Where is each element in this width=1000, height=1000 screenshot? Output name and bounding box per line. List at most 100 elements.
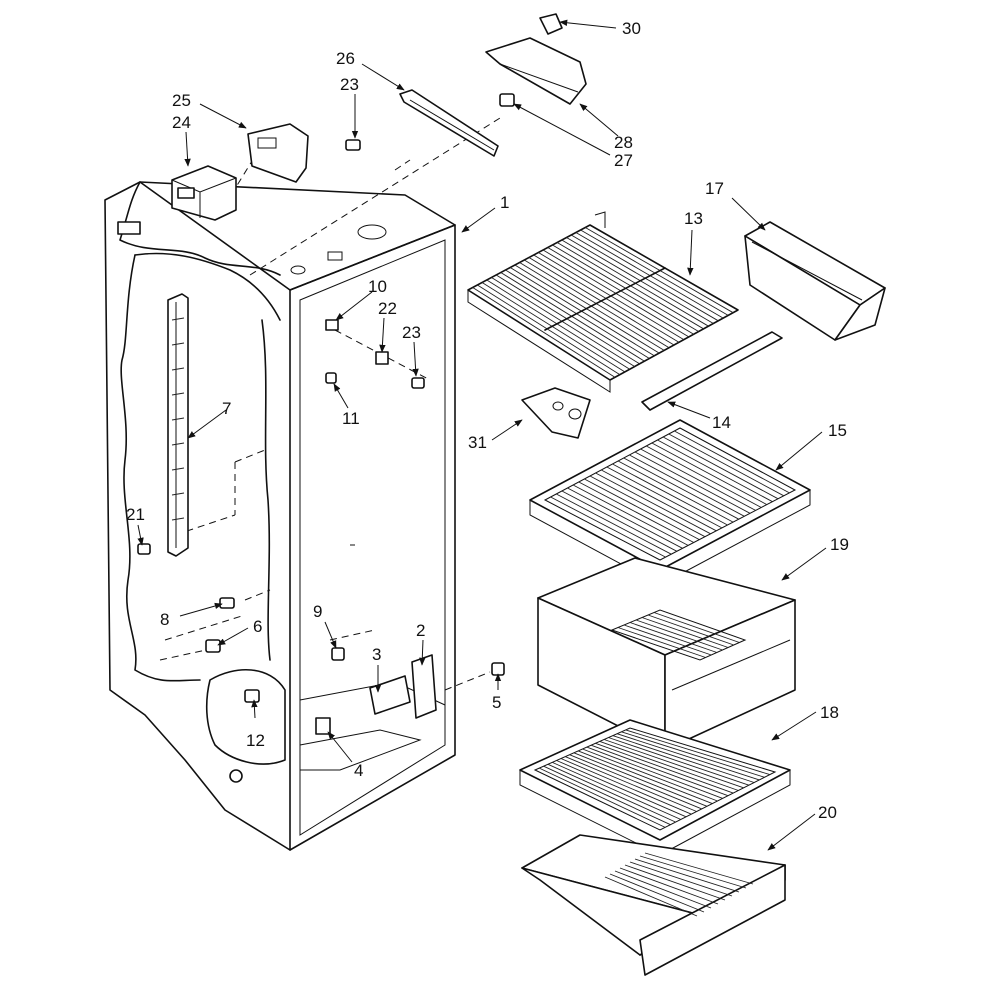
callout-22: 22: [378, 299, 397, 318]
texture-line: [629, 861, 733, 897]
clip-part-30: [539, 13, 563, 35]
texture-line: [612, 463, 728, 526]
texture-line: [505, 269, 650, 359]
texture-line: [552, 761, 682, 820]
texture-line: [619, 867, 719, 905]
texture-line: [486, 279, 630, 370]
texture-line: [623, 457, 740, 520]
texture-line: [495, 274, 640, 365]
top-rail: [399, 89, 499, 157]
texture-line: [634, 451, 751, 514]
texture-line: [604, 876, 698, 917]
callout-19: 19: [830, 535, 849, 554]
texture-line: [601, 469, 717, 532]
texture-line: [624, 864, 726, 901]
callout-23-mid: 23: [402, 323, 421, 342]
callout-26: 26: [336, 49, 355, 68]
crisper-drawer-19: [537, 557, 796, 751]
callout-27: 27: [614, 151, 633, 170]
texture-line: [556, 760, 687, 818]
callout-labels: 1 2 3 4 5 6 7 8 9 10 11 12 13 14 15 17 1…: [126, 19, 849, 822]
texture-line: [668, 433, 785, 497]
texture-line: [644, 852, 754, 885]
door-bin: [744, 221, 886, 341]
texture-line: [647, 614, 734, 646]
texture-line: [589, 475, 706, 538]
shelf-rail-part: [167, 293, 189, 557]
texture-line: [640, 448, 756, 511]
callout-4: 4: [354, 761, 363, 780]
texture-line: [653, 612, 740, 643]
texture-line: [609, 873, 705, 913]
texture-line: [477, 284, 621, 375]
texture-line: [472, 287, 616, 378]
callout-9: 9: [313, 602, 322, 621]
texture-line: [629, 454, 745, 517]
glass-shelf-15: [529, 419, 811, 586]
texture-line: [586, 746, 723, 799]
texture-line: [646, 445, 762, 508]
callout-2: 2: [416, 621, 425, 640]
callout-21: 21: [126, 505, 145, 524]
texture-line: [629, 622, 718, 653]
texture-line: [573, 752, 708, 807]
texture-line: [603, 739, 744, 789]
shelf-support-rail: [641, 331, 783, 411]
texture-line: [617, 460, 734, 523]
callout-6: 6: [253, 617, 262, 636]
shelf-bracket-31: [521, 387, 591, 439]
texture-line: [550, 496, 666, 558]
texture-line: [634, 858, 740, 893]
texture-line: [595, 472, 711, 535]
cover-part: [485, 37, 587, 105]
callout-5: 5: [492, 693, 501, 712]
callout-24: 24: [172, 113, 191, 132]
texture-line: [578, 750, 713, 805]
texture-line: [595, 742, 734, 794]
texture-line: [635, 619, 723, 651]
texture-line: [674, 430, 790, 494]
texture-line: [584, 478, 700, 540]
texture-line: [569, 754, 702, 810]
texture-line: [621, 731, 765, 778]
callout-30: 30: [622, 19, 641, 38]
callout-15: 15: [828, 421, 847, 440]
texture-line: [616, 733, 760, 781]
control-housing: [171, 165, 237, 221]
texture-line: [606, 466, 723, 529]
texture-line: [582, 748, 718, 802]
callout-28: 28: [614, 133, 633, 152]
control-bracket: [247, 123, 309, 183]
texture-line: [614, 870, 712, 909]
callout-14: 14: [712, 413, 731, 432]
cabinet-liner: [104, 117, 501, 851]
callout-25: 25: [172, 91, 191, 110]
texture-line: [560, 758, 692, 815]
callout-3: 3: [372, 645, 381, 664]
texture-line: [657, 439, 773, 503]
callout-23-top: 23: [340, 75, 359, 94]
texture-line: [565, 756, 697, 812]
fasteners: [137, 93, 515, 735]
texture-line: [539, 767, 666, 828]
texture-line: [617, 627, 706, 658]
callout-18: 18: [820, 703, 839, 722]
pan-drawer-20: [521, 834, 786, 976]
texture-line: [547, 763, 676, 823]
texture-line: [599, 740, 739, 791]
callout-20: 20: [818, 803, 837, 822]
callout-11: 11: [342, 409, 360, 428]
texture-line: [500, 272, 645, 362]
texture-line: [641, 617, 729, 648]
texture-line: [590, 744, 729, 797]
callout-13: 13: [684, 209, 703, 228]
callout-8: 8: [160, 610, 169, 629]
callout-12: 12: [246, 731, 265, 750]
texture-line: [578, 481, 695, 543]
texture-line: [567, 487, 683, 549]
texture-line: [561, 490, 678, 552]
leader-lines: [137, 19, 827, 851]
texture-line: [625, 729, 770, 776]
callout-31: 31: [468, 433, 487, 452]
